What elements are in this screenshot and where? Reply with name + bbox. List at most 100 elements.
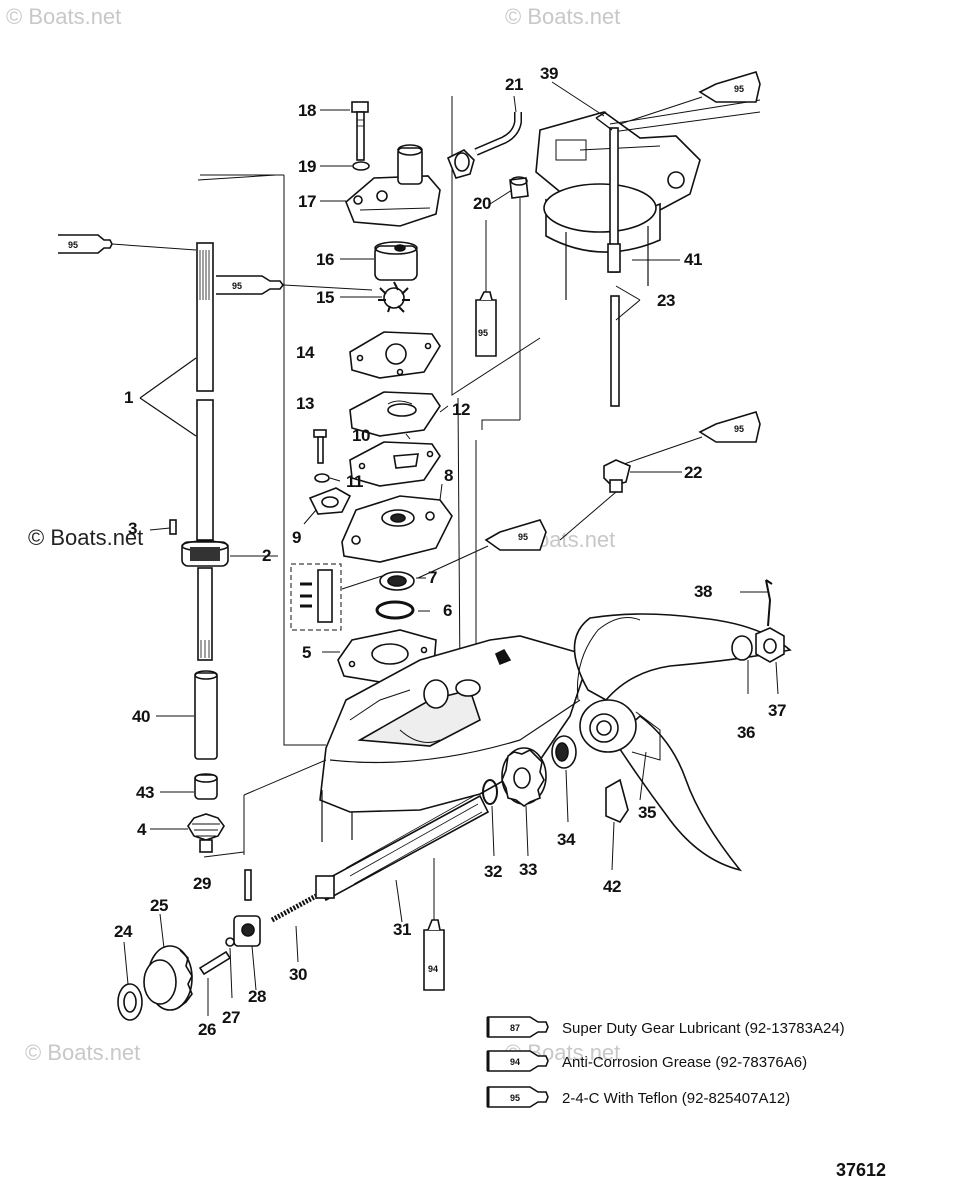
diagram-code: 37612 [836,1160,887,1180]
legend-row-95: 2-4-C With Teflon (92-825407A12) [562,1085,790,1111]
legend-tube-87 [486,1016,549,1038]
callout-15: 15 [316,288,334,307]
tube-label-vertical: 95 [478,328,488,338]
callout-16: 16 [316,250,334,269]
tube-label-right: 95 [734,424,744,434]
thrust-hub-34 [551,735,577,769]
nut-37 [755,627,785,663]
callout-leaders [123,81,779,1016]
legend-tube-label-95: 95 [510,1093,520,1103]
callout-27: 27 [222,1008,240,1027]
watermark-bottom-left: © Boats.net [25,1040,141,1065]
washer-19 [352,161,370,171]
watermark-mid-left: © Boats.net [28,525,144,550]
legend-text-94: Anti-Corrosion Grease (92-78376A6) [562,1053,808,1071]
spring-30 [270,893,318,923]
grease-tube-right [623,411,761,465]
callout-40: 40 [132,707,150,726]
pump-base-8 [341,495,453,563]
driveshaft-housing [535,99,761,300]
legend-tube-label-94: 94 [510,1057,520,1067]
callout-18: 18 [298,101,316,120]
callout-13: 13 [296,394,314,413]
callout-21: 21 [505,75,523,94]
water-tube-21 [474,112,522,156]
pin-3 [169,519,177,535]
washer-36 [731,635,753,661]
callout-6: 6 [443,601,452,620]
tube-label-middle: 95 [518,532,528,542]
legend-row-87: Super Duty Gear Lubricant (92-13783A24) [562,1015,845,1041]
forward-gear-33 [501,747,547,807]
legend-text-95: 2-4-C With Teflon (92-825407A12) [562,1089,791,1107]
callout-43: 43 [136,783,154,802]
callout-25: 25 [150,896,168,915]
oring-6 [375,600,415,620]
plate-10 [349,391,441,437]
callout-23: 23 [657,291,675,310]
watermark-top-left: © Boats.net [6,4,122,29]
oring-32 [482,779,498,805]
gasket-12 [349,441,441,487]
legend-text-87: Super Duty Gear Lubricant (92-13783A24) [562,1019,845,1037]
reverse-gear-25 [143,945,193,1011]
legend-tube-94 [486,1050,549,1072]
legend-tube-95 [486,1086,549,1108]
callout-8: 8 [444,466,453,485]
pinion-gear-4 [187,813,225,853]
callout-7: 7 [428,568,437,587]
tube-label-top-right: 95 [734,84,744,94]
callout-10: 10 [352,426,370,445]
callout-1: 1 [124,388,133,407]
grease-tube-94 [423,858,445,991]
coupler-22 [603,459,631,493]
pin-26-27 [198,937,235,976]
grease-tube-near-impeller [216,275,373,295]
shift-rod-41 [595,111,621,407]
legend-row-94: Anti-Corrosion Grease (92-78376A6) [562,1049,807,1075]
impeller-15 [378,281,410,313]
tube-label-near-impeller: 95 [232,281,242,291]
tube-40 [194,670,218,760]
callout-3: 3 [128,519,137,538]
callout-30: 30 [289,965,307,984]
callout-24: 24 [114,922,132,941]
callout-42: 42 [603,877,621,896]
grease-tube-top-right [619,71,761,125]
callout-38: 38 [694,582,712,601]
seal-9 [308,487,352,515]
callout-22: 22 [684,463,702,482]
callout-12: 12 [452,400,470,419]
bearing-24 [117,983,143,1021]
callout-20: 20 [473,194,491,213]
callout-35: 35 [638,803,656,822]
callout-19: 19 [298,157,316,176]
callout-2: 2 [262,546,271,565]
callout-31: 31 [393,920,411,939]
bushing-43 [194,773,218,800]
callout-34: 34 [557,830,575,849]
callout-26: 26 [198,1020,216,1039]
callout-37: 37 [768,701,786,720]
propeller-shaft-31 [315,794,490,902]
callout-32: 32 [484,862,502,881]
cotter-pin-38 [765,579,773,627]
callout-17: 17 [298,192,316,211]
callout-29: 29 [193,874,211,893]
callout-4: 4 [137,820,146,839]
callout-9: 9 [292,528,301,547]
legend-tube-label-87: 87 [510,1023,520,1033]
bearing-2 [181,540,229,567]
drive-shaft-upper [196,242,214,392]
callout-41: 41 [684,250,702,269]
tube-label-94: 94 [428,964,438,974]
insert-42 [605,778,629,823]
callout-36: 36 [737,723,755,742]
callout-28: 28 [248,987,266,1006]
insert-16 [374,241,418,281]
tube-label-left-top: 95 [68,240,78,250]
washer-11 [314,473,330,483]
grease-tube-middle [417,519,547,579]
callout-11: 11 [346,472,363,491]
